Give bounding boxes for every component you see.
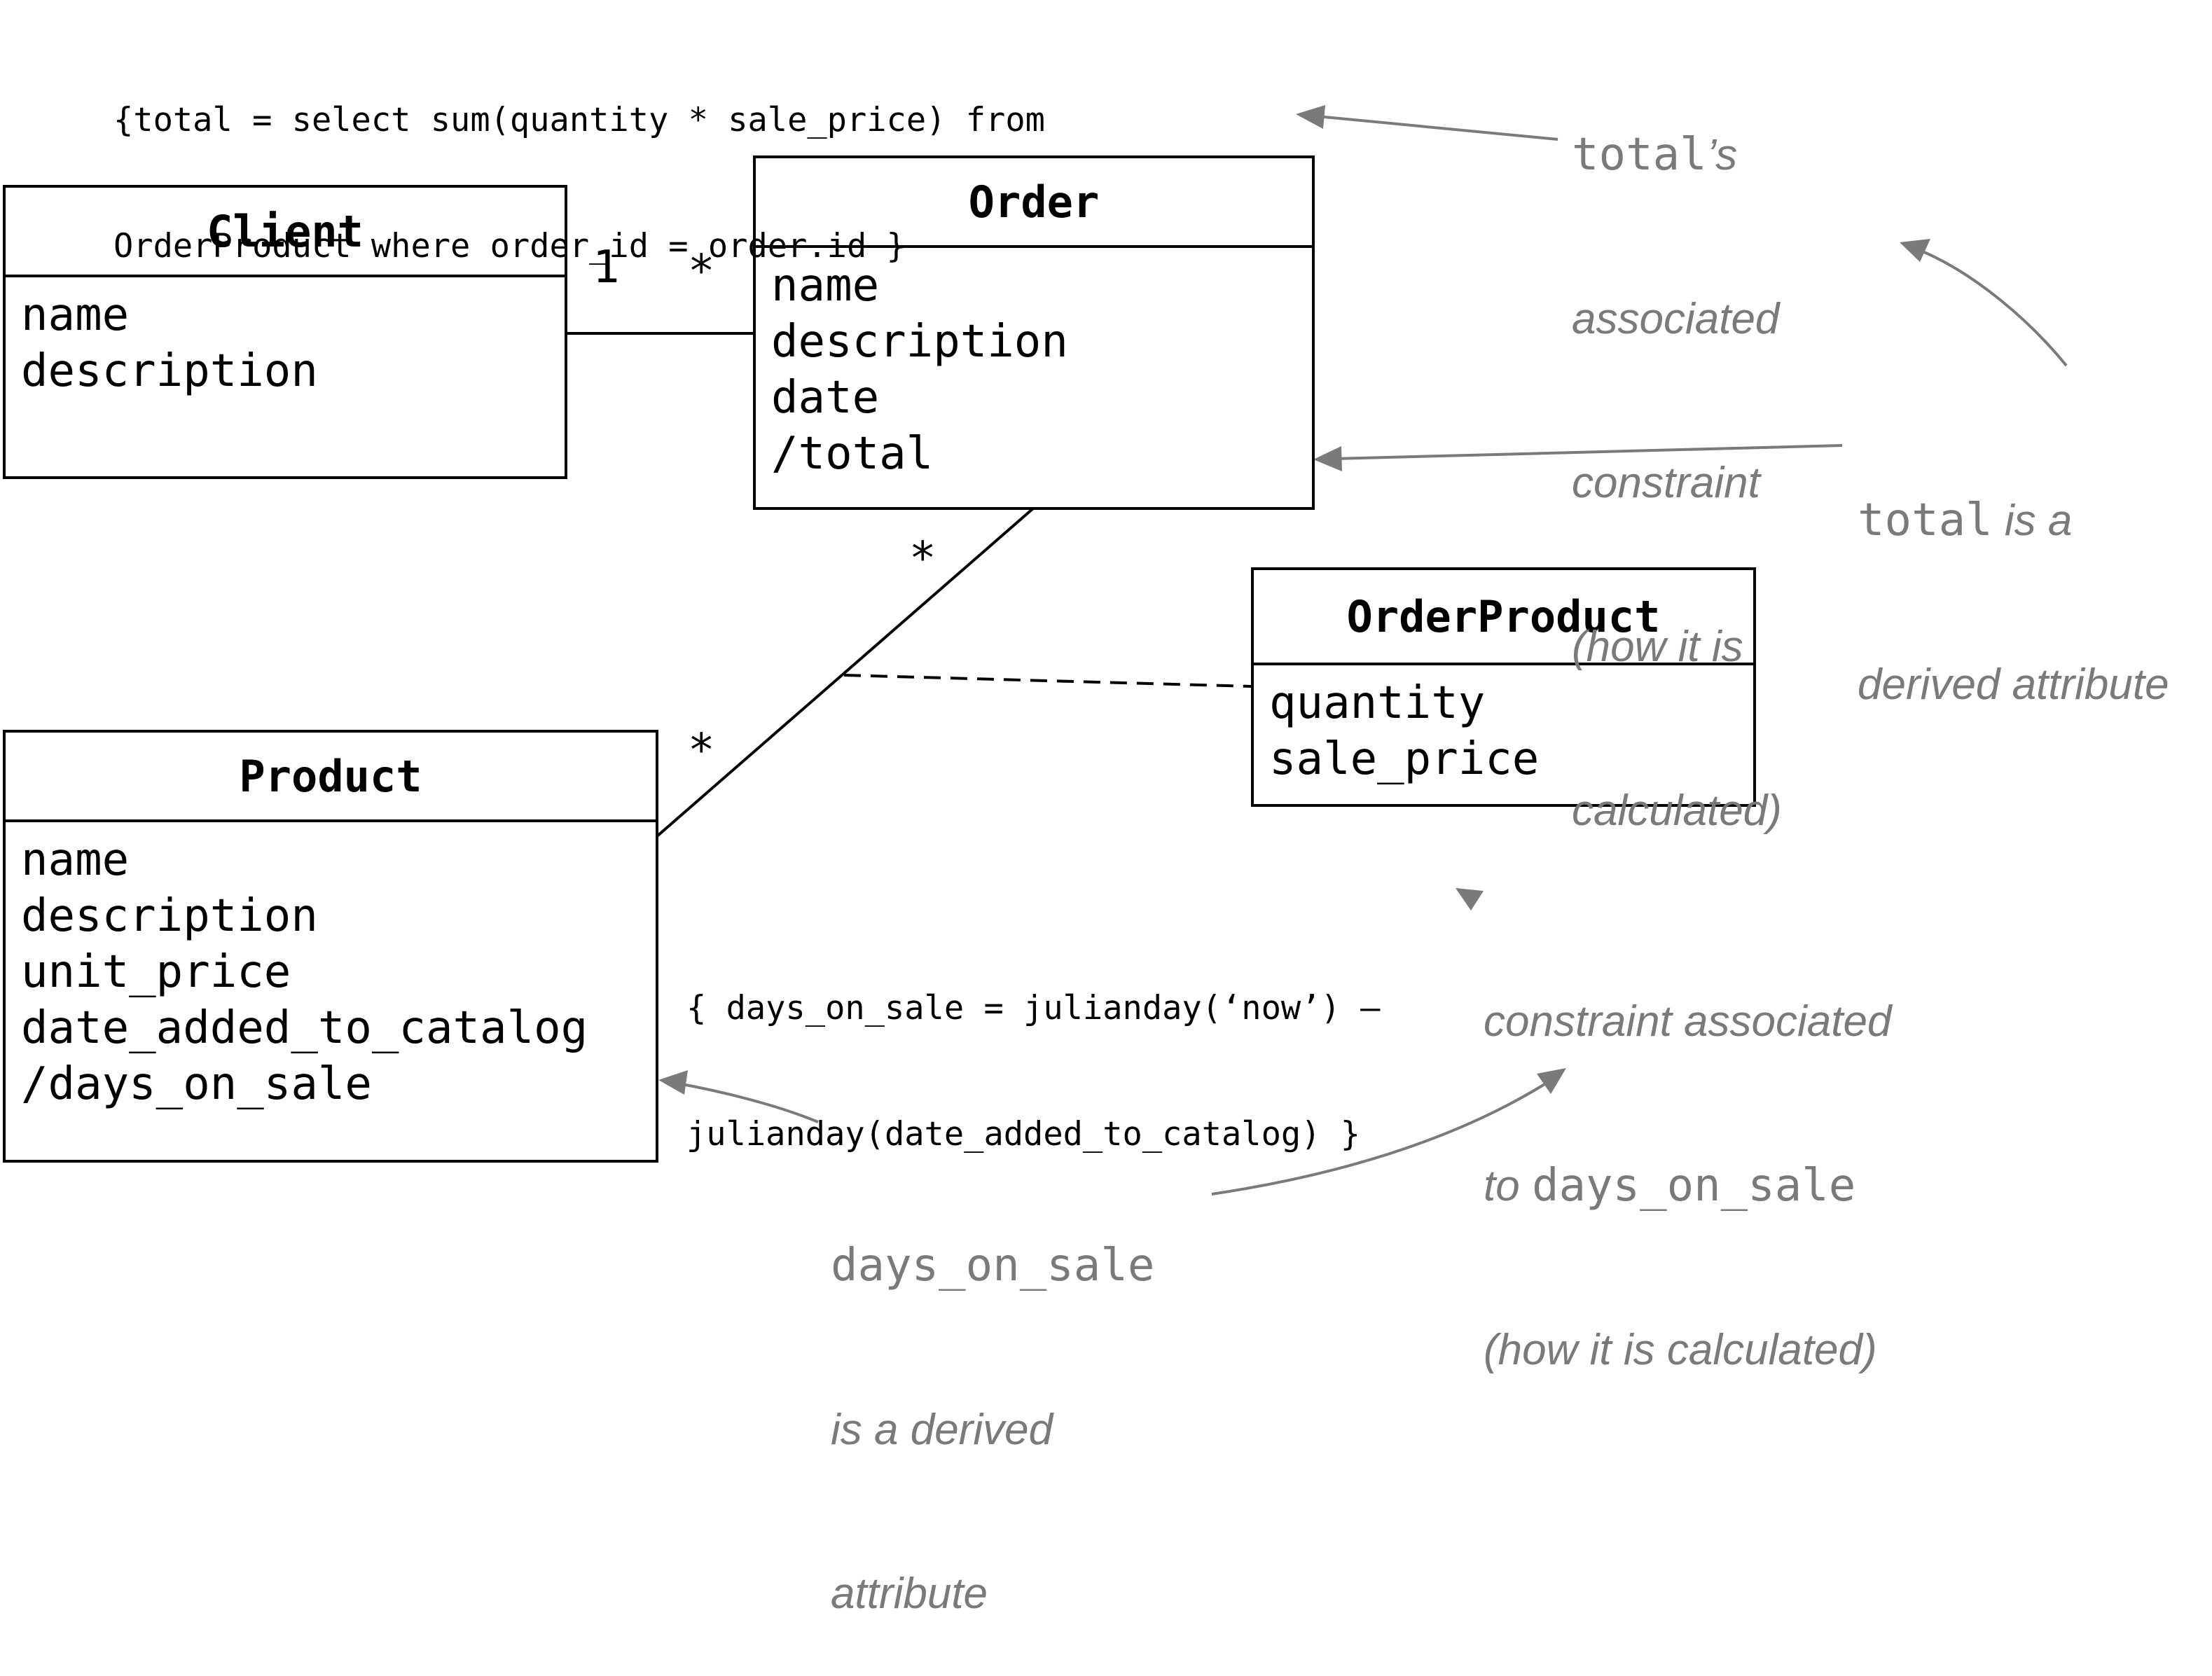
order-product-attr-sale-price: sale_price — [1269, 733, 1540, 785]
client-attr-name: name — [21, 289, 130, 341]
product-attr-days-on-sale: /days_on_sale — [21, 1058, 372, 1110]
multiplicity-order-side-client: * — [688, 246, 715, 298]
order-attr-total: /total — [771, 428, 934, 480]
days-constraint-note-line-2: to days_on_sale — [1484, 1158, 1891, 1214]
order-product-class[interactable]: OrderProduct quantity sale_price — [1251, 567, 1756, 807]
total-derived-note-line-1: total is a — [1858, 493, 2169, 548]
total-derived-arrowhead-icon — [1313, 446, 1342, 471]
total-derived-note: total is a derived attribute — [1858, 384, 2169, 767]
product-attributes: name description unit_price date_added_t… — [6, 822, 656, 1112]
days-constraint-line-1: { days_on_sale = julianday(‘now’) – — [686, 989, 1381, 1027]
order-class[interactable]: Order name description date /total — [753, 155, 1315, 510]
product-attr-name: name — [21, 834, 130, 886]
total-constraint-note-line-1: total’s — [1572, 127, 1782, 183]
days-constraint-note-code: days_on_sale — [1531, 1160, 1856, 1212]
total-constraint-note-line-4: (how it is — [1572, 623, 1743, 671]
product-attr-unit-price: unit_price — [21, 946, 291, 998]
days-derived-note: days_on_sale is a derived attribute — [831, 1129, 1154, 1676]
association-class-link — [843, 674, 1252, 688]
days-constraint-note: constraint associated to days_on_sale (h… — [1484, 885, 1891, 1432]
total-constraint-note-line-3: constraint — [1572, 459, 1760, 507]
order-attributes: name description date /total — [756, 248, 1312, 482]
days-constraint-arrowhead-icon — [1456, 888, 1484, 910]
days-constraint-line-2: julianday(date_added_to_catalog) } — [686, 1115, 1361, 1154]
client-class[interactable]: Client name description — [3, 185, 567, 479]
days-constraint-note-prefix: to — [1484, 1162, 1532, 1210]
total-curve-arrow — [1919, 249, 2068, 367]
total-code: total — [1572, 129, 1707, 181]
total-derived-suffix: is a — [1992, 497, 2073, 545]
total-derived-note-line-2: derived attribute — [1858, 660, 2169, 709]
days-constraint-note-line-1: constraint associated — [1484, 997, 1892, 1046]
total-constraint-arrow — [1316, 115, 1558, 141]
order-product-attr-quantity: quantity — [1269, 677, 1486, 729]
days-to-constraint-arrow — [1211, 1081, 1549, 1196]
total-constraint-line-2: OrderProduct where order_id = order.id } — [113, 227, 906, 265]
product-attr-date-added: date_added_to_catalog — [21, 1002, 588, 1054]
multiplicity-order-side-product: * — [909, 533, 936, 585]
days-to-constraint-arrowhead-icon — [1537, 1068, 1566, 1094]
order-attr-date: date — [771, 372, 880, 424]
days-constraint-note-line-3: (how it is calculated) — [1484, 1326, 1877, 1374]
total-derived-code: total — [1858, 494, 1993, 546]
product-attr-description: description — [21, 890, 318, 942]
total-constraint-line-1: {total = select sum(quantity * sale_pric… — [113, 101, 1045, 139]
order-attr-name: name — [771, 260, 880, 312]
days-derived-arrowhead-icon — [658, 1070, 688, 1095]
total-constraint-note-line-2: associated — [1572, 295, 1780, 343]
product-class-name: Product — [6, 733, 656, 822]
days-derived-note-line-1: days_on_sale — [831, 1238, 1154, 1294]
days-derived-note-code: days_on_sale — [831, 1240, 1155, 1291]
order-attr-description: description — [771, 316, 1068, 368]
total-curve-arrowhead-icon — [1900, 239, 1930, 262]
total-constraint-arrowhead-icon — [1296, 105, 1325, 129]
days-derived-note-line-2: is a derived — [831, 1406, 1053, 1454]
client-class-name: Client — [6, 188, 565, 277]
total-constraint-note: total’s associated constraint (how it is… — [1572, 18, 1782, 893]
total-constraint-note-line-5: calculated) — [1572, 787, 1782, 835]
multiplicity-product-side-order: * — [688, 725, 715, 777]
days-derived-note-line-3: attribute — [831, 1570, 988, 1618]
order-class-name: Order — [756, 158, 1312, 248]
total-derived-arrow — [1334, 444, 1843, 460]
days-derived-arrow — [677, 1082, 819, 1123]
multiplicity-client-side: 1 — [593, 242, 620, 293]
order-product-class-name: OrderProduct — [1254, 570, 1753, 665]
client-attr-description: description — [21, 345, 318, 397]
total-constraint: {total = select sum(quantity * sale_pric… — [113, 15, 1045, 310]
days-on-sale-constraint: { days_on_sale = julianday(‘now’) – juli… — [686, 903, 1380, 1198]
client-attributes: name description — [6, 277, 565, 399]
order-product-association — [656, 507, 1035, 838]
product-class[interactable]: Product name description unit_price date… — [3, 730, 658, 1163]
total-possessive: ’s — [1706, 131, 1738, 179]
connector-layer — [566, 105, 2068, 1196]
order-product-attributes: quantity sale_price — [1254, 665, 1753, 787]
